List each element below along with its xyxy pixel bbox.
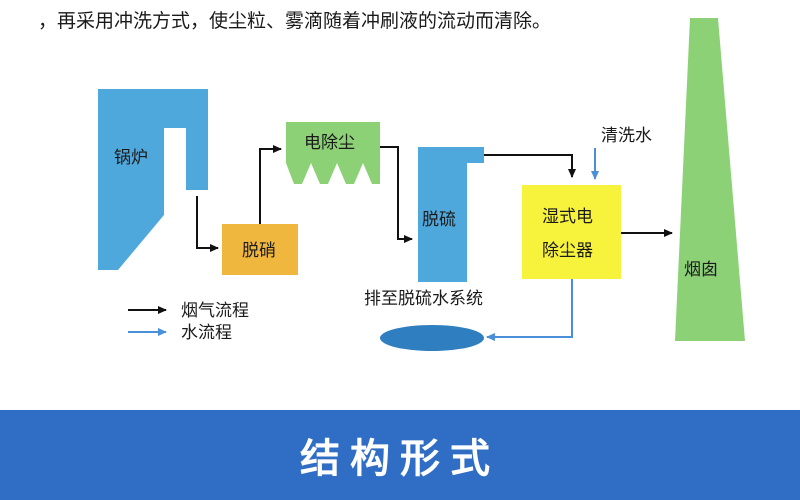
process-flow-diagram: 锅炉 脱硝 电除尘 脱硫 清洗水 湿式电 除尘器 烟囱 排至脱硫水系统 烟气流程… [98, 18, 745, 351]
clean-water-label: 清洗水 [601, 126, 652, 146]
legend-flue-label: 烟气流程 [181, 301, 249, 321]
drain-pool [380, 325, 484, 351]
chimney-shape [675, 18, 745, 341]
desulfurization-label: 脱硫 [422, 210, 456, 230]
flue-flow-denitration-to-esp [259, 145, 282, 224]
footer-banner: 结构形式 [0, 410, 800, 500]
chimney-label: 烟囱 [684, 260, 718, 280]
footer-title: 结构形式 [300, 436, 500, 482]
esp-shape [286, 122, 380, 184]
flue-flow-boiler-to-denitration [196, 196, 219, 252]
legend-water-label: 水流程 [181, 323, 232, 343]
boiler-shape [98, 89, 208, 270]
boiler-label: 锅炉 [114, 148, 148, 168]
intro-text: ，再采用冲洗方式，使尘粒、雾滴随着冲刷液的流动而清除。 [38, 10, 552, 32]
denitration-label: 脱硝 [242, 241, 276, 261]
wet-esp-label-line1: 湿式电 [542, 207, 593, 227]
drain-note-label: 排至脱硫水系统 [364, 289, 483, 309]
denitration-box [222, 224, 298, 275]
water-flow-drain [486, 279, 573, 341]
flue-flow-desulfurization-to-wet-esp [484, 154, 576, 178]
wet-esp-box [522, 185, 621, 279]
esp-label: 电除尘 [304, 133, 355, 153]
desulfurization-tower [418, 147, 484, 282]
wet-esp-label-line2: 除尘器 [542, 241, 593, 261]
flue-flow-esp-to-desulfurization [380, 146, 413, 243]
